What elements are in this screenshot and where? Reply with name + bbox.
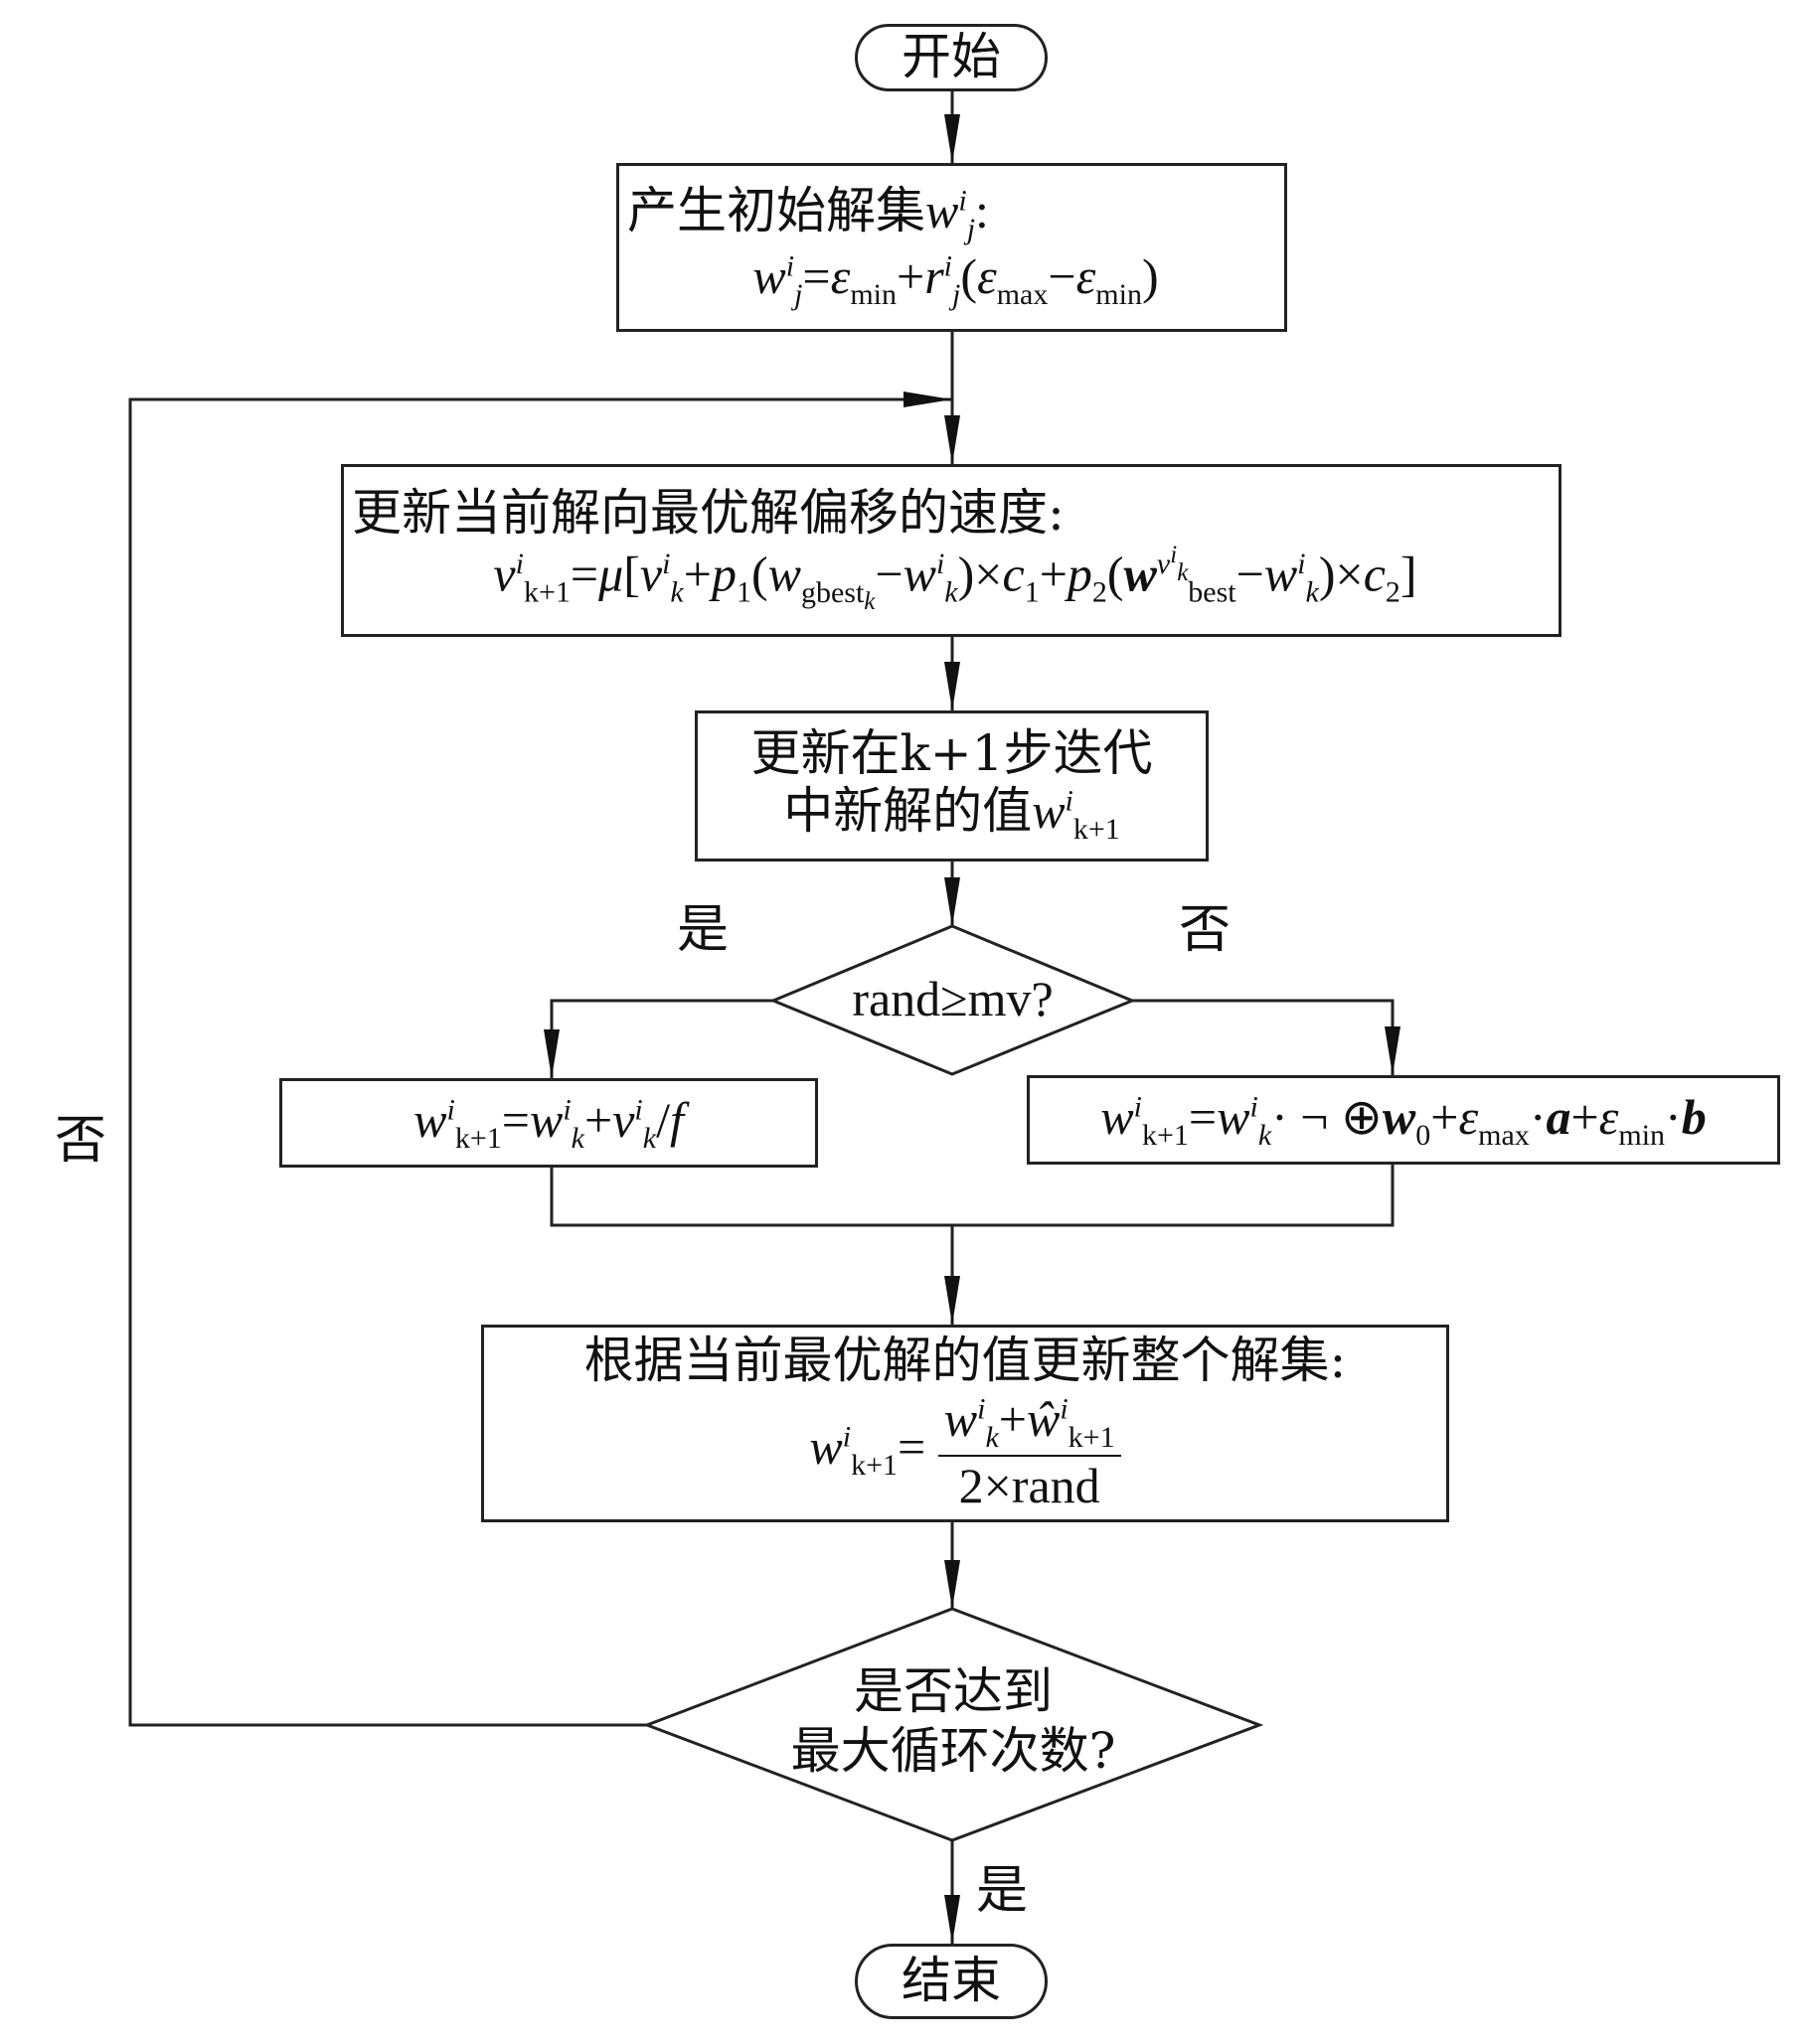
velocity-update-box: 更新当前解向最优解偏移的速度: vik+1=μ[vik+p1(wgbestk−w… (341, 464, 1561, 637)
init-formula: wij=εmin+rij(εmax−εmin) (752, 247, 1159, 311)
arrowhead (904, 392, 952, 407)
new-solution-line2: 中新解的值wik+1 (783, 781, 1120, 846)
velocity-formula: vik+1=μ[vik+p1(wgbestk−wik)×c1+p2(wvikbe… (493, 542, 1417, 616)
decision1-diamond (769, 924, 1136, 1076)
arrowhead (1385, 1026, 1400, 1075)
decision1-yes-label: 是 (677, 900, 730, 960)
arrowhead (944, 1276, 960, 1325)
decision2-text: 是否达到 最大循环次数? (790, 1662, 1116, 1780)
arrowhead (944, 1560, 960, 1609)
arrowhead (944, 415, 960, 464)
yes-branch-formula: wik+1=wik+vik/f (413, 1091, 684, 1155)
decision1-text: rand≥mv? (852, 971, 1054, 1026)
velocity-title: 更新当前解向最优解偏移的速度: (352, 483, 1065, 542)
merge-line (550, 1165, 1395, 1227)
init-title: 产生初始解集wij: (627, 182, 989, 246)
decision1-no-label: 否 (1179, 900, 1232, 960)
arrowhead (944, 877, 960, 926)
decision2-diamond (642, 1607, 1264, 1842)
arrowhead (544, 1029, 560, 1078)
decision2-yes-label: 是 (976, 1861, 1029, 1921)
init-solution-box: 产生初始解集wij: wij=εmin+rij(εmax−εmin) (616, 163, 1287, 332)
arrowhead (944, 1895, 960, 1944)
new-solution-line1: 更新在k+1步迭代 (750, 724, 1153, 782)
start-terminal: 开始 (855, 24, 1048, 91)
arrowhead (944, 662, 960, 710)
loop-back-line (128, 397, 952, 1727)
yes-branch-box: wik+1=wik+vik/f (279, 1078, 818, 1168)
end-label: 结束 (902, 1952, 1001, 2010)
start-label: 开始 (902, 28, 1001, 86)
new-solution-box: 更新在k+1步迭代 中新解的值wik+1 (695, 710, 1209, 862)
arrowhead (944, 114, 960, 163)
no-branch-box: wik+1=wik· ¬ ⊕w0+εmax·a+εmin·b (1027, 1075, 1780, 1165)
end-terminal: 结束 (855, 1944, 1048, 2019)
arrow-decision1-yes (550, 999, 773, 1078)
decision2-no-label: 否 (55, 1111, 107, 1171)
arrow-decision1-no (1132, 999, 1395, 1075)
update-all-title: 根据当前最优解的值更新整个解集: (583, 1332, 1347, 1390)
arrowheads (544, 114, 1400, 1944)
no-branch-formula: wik+1=wik· ¬ ⊕w0+εmax·a+εmin·b (1100, 1088, 1707, 1152)
